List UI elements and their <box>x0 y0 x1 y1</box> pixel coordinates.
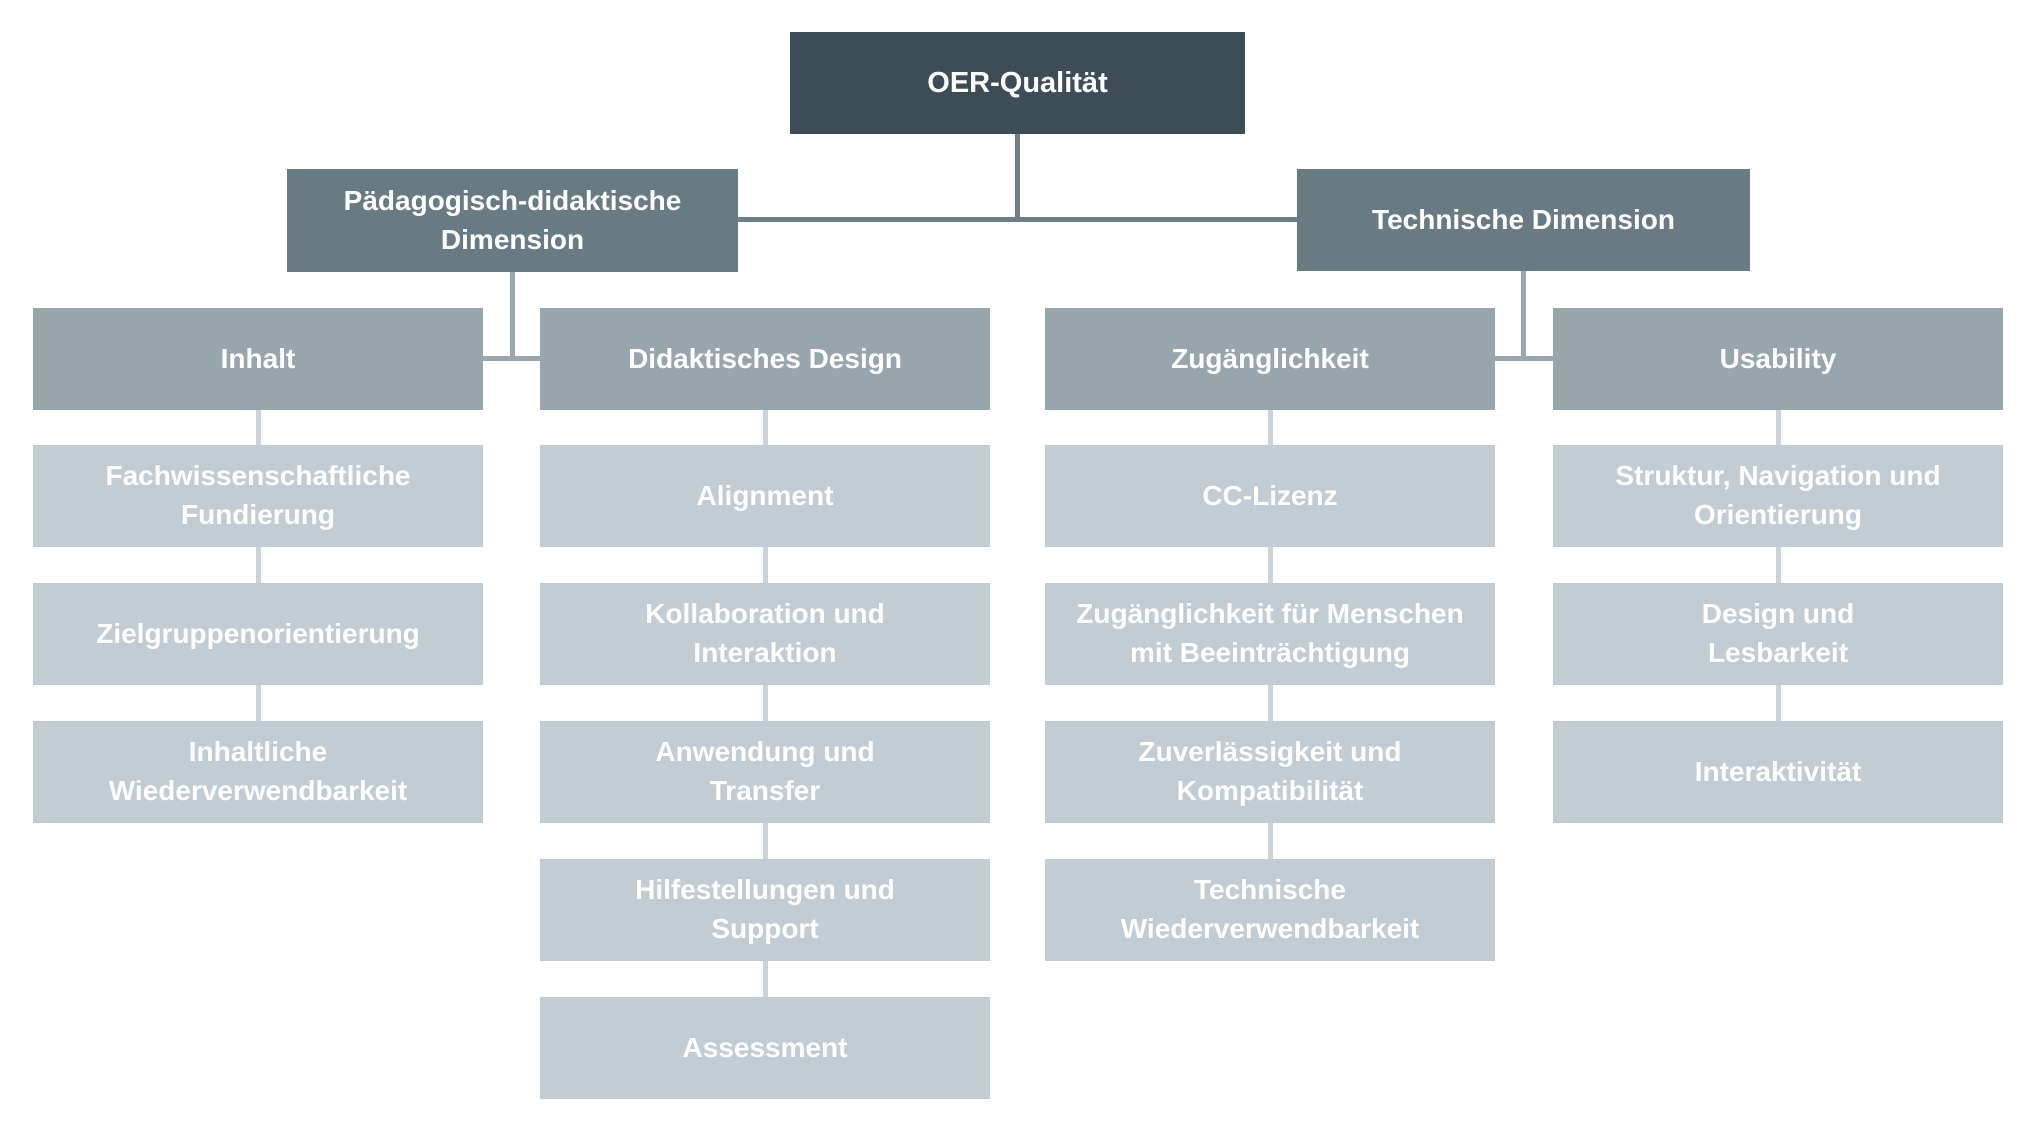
item-box-alignment: Alignment <box>540 445 990 547</box>
item-box-inhaltliche-wiederverwendbarkeit: Inhaltliche Wiederverwendbarkeit <box>33 721 483 823</box>
connector-technische-vertical <box>1521 271 1526 361</box>
root-box-oer-qualitaet: OER-Qualität <box>790 32 1245 134</box>
connector-inhalt-gap1 <box>256 547 261 583</box>
connector-dimensions-horizontal <box>738 217 1297 222</box>
item-box-kollaboration-und-interaktion: Kollaboration und Interaktion <box>540 583 990 685</box>
connector-paedagogisch-vertical <box>510 272 515 361</box>
item-box-anwendung-und-transfer: Anwendung und Transfer <box>540 721 990 823</box>
connector-zugaenglichkeit-gap3 <box>1268 823 1273 859</box>
connector-usability-gap2 <box>1776 685 1781 721</box>
item-box-zuverlaessigkeit-und-kompatibilitaet: Zuverlässigkeit und Kompatibilität <box>1045 721 1495 823</box>
item-box-assessment: Assessment <box>540 997 990 1099</box>
connector-zugaenglichkeit-gap2 <box>1268 685 1273 721</box>
connector-zugaenglichkeit-gap1 <box>1268 547 1273 583</box>
connector-didaktisch-gap3 <box>763 823 768 859</box>
category-header-didaktisches-design: Didaktisches Design <box>540 308 990 410</box>
item-box-hilfestellungen-und-support: Hilfestellungen und Support <box>540 859 990 961</box>
dimension-box-paedagogisch-didaktische: Pädagogisch-didaktische Dimension <box>287 169 738 272</box>
item-box-cc-lizenz: CC-Lizenz <box>1045 445 1495 547</box>
category-header-zugaenglichkeit: Zugänglichkeit <box>1045 308 1495 410</box>
connector-didaktisch-gap1 <box>763 547 768 583</box>
item-box-fachwissenschaftliche-fundierung: Fachwissenschaftliche Fundierung <box>33 445 483 547</box>
connector-inhalt-gap0 <box>256 410 261 445</box>
connector-usability-gap0 <box>1776 410 1781 445</box>
connector-root-vertical <box>1015 134 1020 222</box>
category-header-inhalt: Inhalt <box>33 308 483 410</box>
item-box-zielgruppenorientierung: Zielgruppenorientierung <box>33 583 483 685</box>
connector-zugaenglichkeit-gap0 <box>1268 410 1273 445</box>
connector-technische-bridge <box>1495 356 1553 361</box>
item-box-interaktivitaet: Interaktivität <box>1553 721 2003 823</box>
connector-inhalt-gap2 <box>256 685 261 721</box>
connector-paedagogisch-bridge <box>483 356 540 361</box>
connector-didaktisch-gap4 <box>763 961 768 997</box>
item-box-design-und-lesbarkeit: Design und Lesbarkeit <box>1553 583 2003 685</box>
category-header-usability: Usability <box>1553 308 2003 410</box>
connector-didaktisch-gap0 <box>763 410 768 445</box>
dimension-box-technische: Technische Dimension <box>1297 169 1750 271</box>
item-box-zugaenglichkeit-fuer-menschen: Zugänglichkeit für Menschen mit Beeinträ… <box>1045 583 1495 685</box>
connector-didaktisch-gap2 <box>763 685 768 721</box>
item-box-struktur-navigation-orientierung: Struktur, Navigation und Orientierung <box>1553 445 2003 547</box>
item-box-technische-wiederverwendbarkeit: Technische Wiederverwendbarkeit <box>1045 859 1495 961</box>
connector-usability-gap1 <box>1776 547 1781 583</box>
